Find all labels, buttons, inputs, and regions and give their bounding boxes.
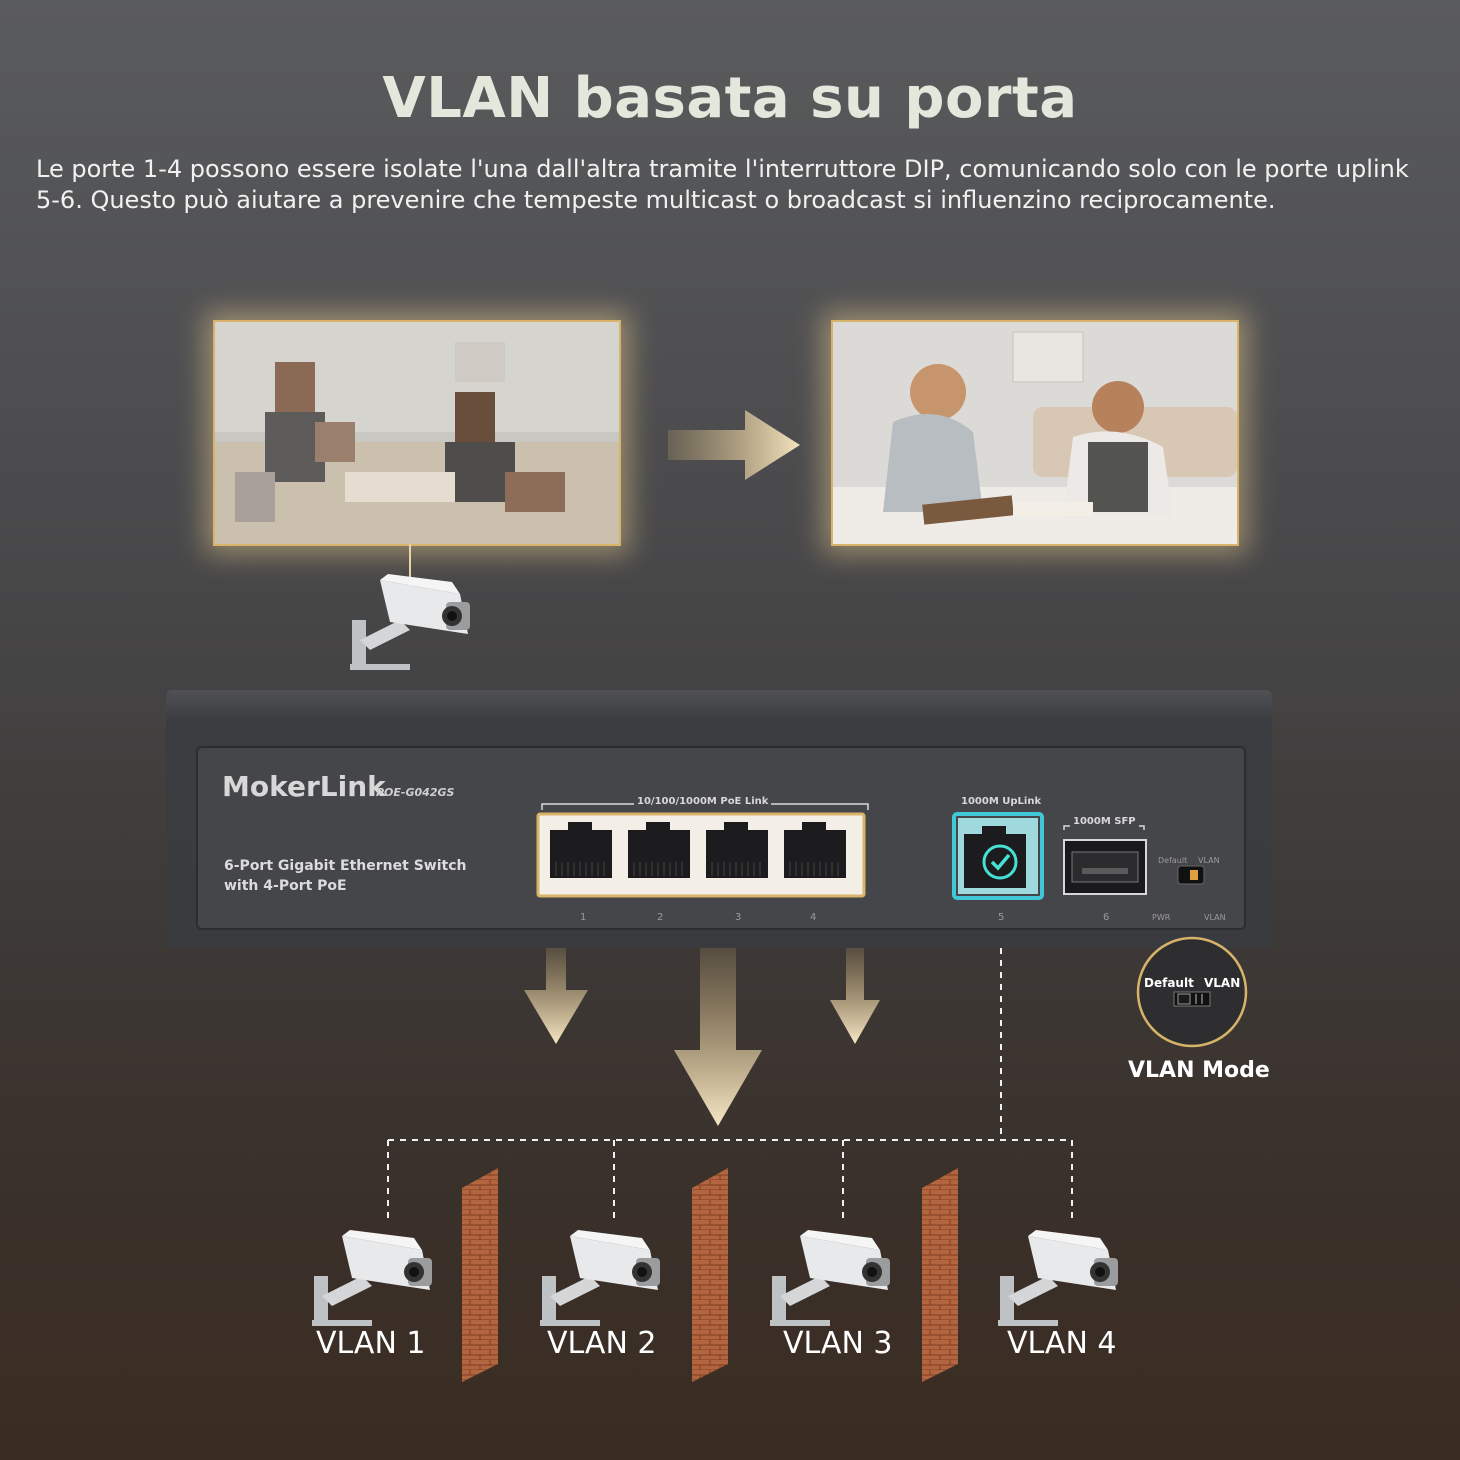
page-title: VLAN basata su porta — [382, 66, 1078, 131]
port-number-4: 4 — [810, 912, 817, 923]
dip-label-vlan: VLAN — [1198, 856, 1220, 865]
clear-video-frame — [831, 320, 1239, 546]
switch-description: 6-Port Gigabit Ethernet Switch with 4-Po… — [224, 856, 466, 896]
arrow-down-icon — [524, 945, 880, 1126]
port-number-6: 6 — [1103, 912, 1110, 923]
security-camera-icon — [540, 1230, 660, 1326]
port-number-2: 2 — [657, 912, 664, 923]
uplink-label: 1000M UpLink — [958, 796, 1045, 807]
vlan-mode-caption: VLAN Mode — [1128, 1058, 1270, 1083]
description-line-1: 6-Port Gigabit Ethernet Switch — [224, 858, 467, 874]
security-camera-icon — [998, 1230, 1118, 1326]
security-camera-icon — [312, 1230, 432, 1326]
poe-ports-group — [536, 803, 869, 898]
port-number-3: 3 — [735, 912, 742, 923]
arrow-right-icon — [668, 410, 800, 480]
led-label-pwr: PWR — [1152, 913, 1171, 922]
vlan-mode-vlan-label: VLAN — [1204, 976, 1241, 990]
port-number-1: 1 — [580, 912, 587, 923]
vlan-mode-zoom — [1136, 936, 1248, 1048]
security-camera-icon — [770, 1230, 890, 1326]
description-line-2: with 4-Port PoE — [224, 878, 347, 894]
port-number-5: 5 — [998, 912, 1005, 923]
vlan-label-4: VLAN 4 — [1007, 1326, 1117, 1361]
brand-logo: MokerLink — [222, 770, 386, 803]
checkmark-icon — [982, 844, 1018, 880]
vlan-label-2: VLAN 2 — [547, 1326, 657, 1361]
sfp-port — [1063, 825, 1147, 895]
vlan-mode-default-label: Default — [1144, 976, 1194, 990]
led-label-vlan: VLAN — [1204, 913, 1226, 922]
vlan-label-3: VLAN 3 — [783, 1326, 893, 1361]
dip-switch — [1177, 865, 1205, 885]
sfp-label: 1000M SFP — [1070, 816, 1139, 827]
dip-label-default: Default — [1158, 856, 1188, 865]
model-number: POE-G042GS — [376, 786, 455, 799]
uplink-port — [952, 812, 1044, 900]
brick-wall-icon — [462, 1168, 958, 1382]
page-subtitle: Le porte 1-4 possono essere isolate l'un… — [36, 155, 1409, 214]
pixelated-video-frame — [213, 320, 621, 546]
security-camera-icon — [350, 574, 470, 670]
poe-group-label: 10/100/1000M PoE Link — [634, 796, 772, 807]
vlan-label-1: VLAN 1 — [316, 1326, 426, 1361]
